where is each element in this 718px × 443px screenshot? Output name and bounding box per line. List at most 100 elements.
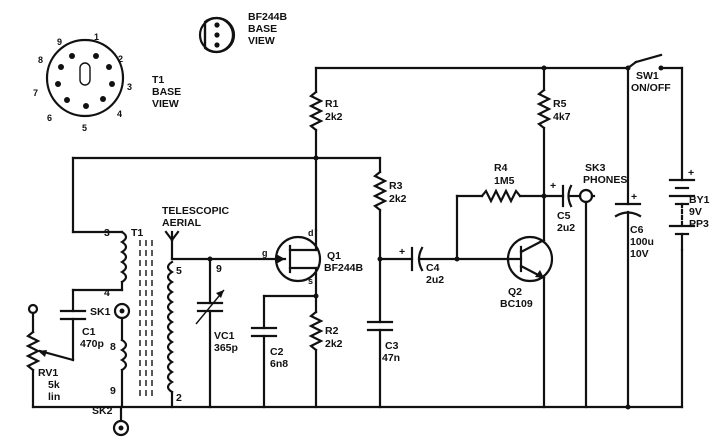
svg-text:PP3: PP3	[689, 218, 709, 230]
t1-transformer: T1 3 4 8 9 5 2 9	[104, 227, 222, 409]
svg-text:+: +	[688, 167, 694, 179]
by1-battery: + BY1 9V PP3	[668, 167, 710, 252]
svg-text:C1: C1	[82, 326, 96, 338]
svg-text:SK2: SK2	[92, 405, 113, 417]
svg-text:SK1: SK1	[90, 306, 111, 318]
t1-base-title: T1	[152, 74, 164, 86]
r3-resistor: R3 2k2	[372, 170, 407, 324]
svg-text:C6: C6	[630, 224, 644, 236]
r2-resistor: R2 2k2	[308, 294, 343, 409]
bf244b-base-title: BF244B	[248, 11, 288, 23]
svg-text:C5: C5	[557, 210, 571, 222]
svg-text:d: d	[308, 228, 314, 238]
svg-text:VC1: VC1	[214, 330, 235, 342]
svg-text:8: 8	[110, 341, 116, 353]
ground-rail	[31, 248, 684, 422]
svg-text:R3: R3	[389, 180, 403, 192]
svg-text:10V: 10V	[630, 248, 649, 260]
c4-capacitor: + C4 2u2	[378, 246, 509, 286]
svg-text:ON/OFF: ON/OFF	[631, 82, 671, 94]
svg-text:5: 5	[176, 265, 182, 277]
rv1-potentiometer: RV1 5k lin	[25, 303, 75, 409]
r1-resistor: R1 2k2	[308, 90, 343, 160]
svg-text:R1: R1	[325, 98, 339, 110]
svg-text:2k2: 2k2	[325, 338, 343, 350]
svg-text:365p: 365p	[214, 342, 238, 354]
svg-text:VIEW: VIEW	[248, 35, 275, 47]
svg-text:2k2: 2k2	[325, 111, 343, 123]
vc1-variable-capacitor: VC1 365p	[195, 257, 238, 409]
svg-text:R2: R2	[325, 325, 339, 337]
svg-text:TELESCOPIC: TELESCOPIC	[162, 205, 230, 217]
c3-capacitor: C3 47n	[366, 320, 400, 409]
svg-text:+: +	[631, 191, 637, 203]
q1-jfet: g d s Q1 BF244B	[208, 228, 364, 298]
svg-text:Q1: Q1	[327, 250, 341, 262]
sk1-socket: SK1	[90, 302, 131, 342]
sk3-phones-socket: SK3 PHONES	[578, 162, 627, 409]
svg-text:BASE: BASE	[248, 23, 277, 35]
r5-resistor: R5 4k7	[536, 88, 571, 242]
svg-text:2k2: 2k2	[389, 193, 407, 205]
t1-pin-2: 2	[118, 54, 123, 64]
svg-text:9V: 9V	[689, 206, 702, 218]
svg-text:9: 9	[216, 263, 222, 275]
sw1-lever	[634, 53, 663, 64]
t1-pin-6: 6	[47, 113, 52, 123]
t1-pin-4: 4	[117, 109, 122, 119]
svg-text:9: 9	[110, 385, 116, 397]
svg-text:4k7: 4k7	[553, 111, 571, 123]
svg-text:3: 3	[104, 227, 110, 239]
svg-text:+: +	[399, 246, 405, 258]
svg-text:PHONES: PHONES	[583, 174, 627, 186]
svg-text:470p: 470p	[80, 338, 104, 350]
t1-label: T1	[131, 227, 143, 239]
t1-pin-8: 8	[38, 55, 43, 65]
svg-text:+: +	[550, 180, 556, 192]
svg-text:lin: lin	[48, 391, 60, 403]
svg-text:R4: R4	[494, 162, 508, 174]
svg-text:6n8: 6n8	[270, 358, 288, 370]
svg-text:s: s	[308, 276, 313, 286]
svg-text:2u2: 2u2	[426, 274, 444, 286]
svg-text:AERIAL: AERIAL	[162, 217, 202, 229]
svg-text:C4: C4	[426, 262, 440, 274]
svg-text:VIEW: VIEW	[152, 98, 179, 110]
c5-capacitor: + C5 2u2	[542, 180, 582, 234]
svg-text:C2: C2	[270, 346, 284, 358]
t1-base-view: 1 2 3 4 5 6 7 8 9 T1 BASE VIEW	[33, 32, 181, 133]
svg-text:Q2: Q2	[508, 286, 522, 298]
svg-text:2u2: 2u2	[557, 222, 575, 234]
svg-text:RV1: RV1	[38, 367, 58, 379]
c6-capacitor: + C6 100u 10V	[614, 66, 654, 409]
svg-text:4: 4	[104, 287, 110, 299]
t1-base-outline	[45, 38, 125, 118]
telescopic-aerial: TELESCOPIC AERIAL	[162, 205, 230, 261]
t1-pin-9: 9	[57, 37, 62, 47]
c1-capacitor: C1 470p	[59, 280, 124, 362]
r4-resistor: R4 1M5	[455, 162, 546, 261]
svg-text:5k: 5k	[48, 379, 60, 391]
t1-pin-3: 3	[127, 82, 132, 92]
c2-capacitor: C2 6n8	[250, 294, 318, 409]
positive-rail	[314, 53, 684, 182]
svg-text:47n: 47n	[382, 352, 400, 364]
svg-text:2: 2	[176, 392, 182, 404]
bf244b-base-view: BF244B BASE VIEW	[198, 11, 288, 54]
svg-text:BASE: BASE	[152, 86, 181, 98]
sk2-socket: SK2	[92, 368, 130, 437]
svg-text:g: g	[262, 248, 268, 258]
svg-text:BF244B: BF244B	[324, 262, 364, 274]
t1-key	[79, 62, 91, 86]
t1-pin-5: 5	[82, 123, 87, 133]
svg-text:BC109: BC109	[500, 298, 533, 310]
t1-pin-1: 1	[94, 32, 99, 42]
t1-pin-7: 7	[33, 88, 38, 98]
svg-text:R5: R5	[553, 98, 567, 110]
svg-text:BY1: BY1	[689, 194, 710, 206]
q2-transistor: Q2 BC109	[500, 235, 554, 409]
svg-text:C3: C3	[385, 340, 399, 352]
svg-text:1M5: 1M5	[494, 175, 515, 187]
svg-text:100u: 100u	[630, 236, 654, 248]
